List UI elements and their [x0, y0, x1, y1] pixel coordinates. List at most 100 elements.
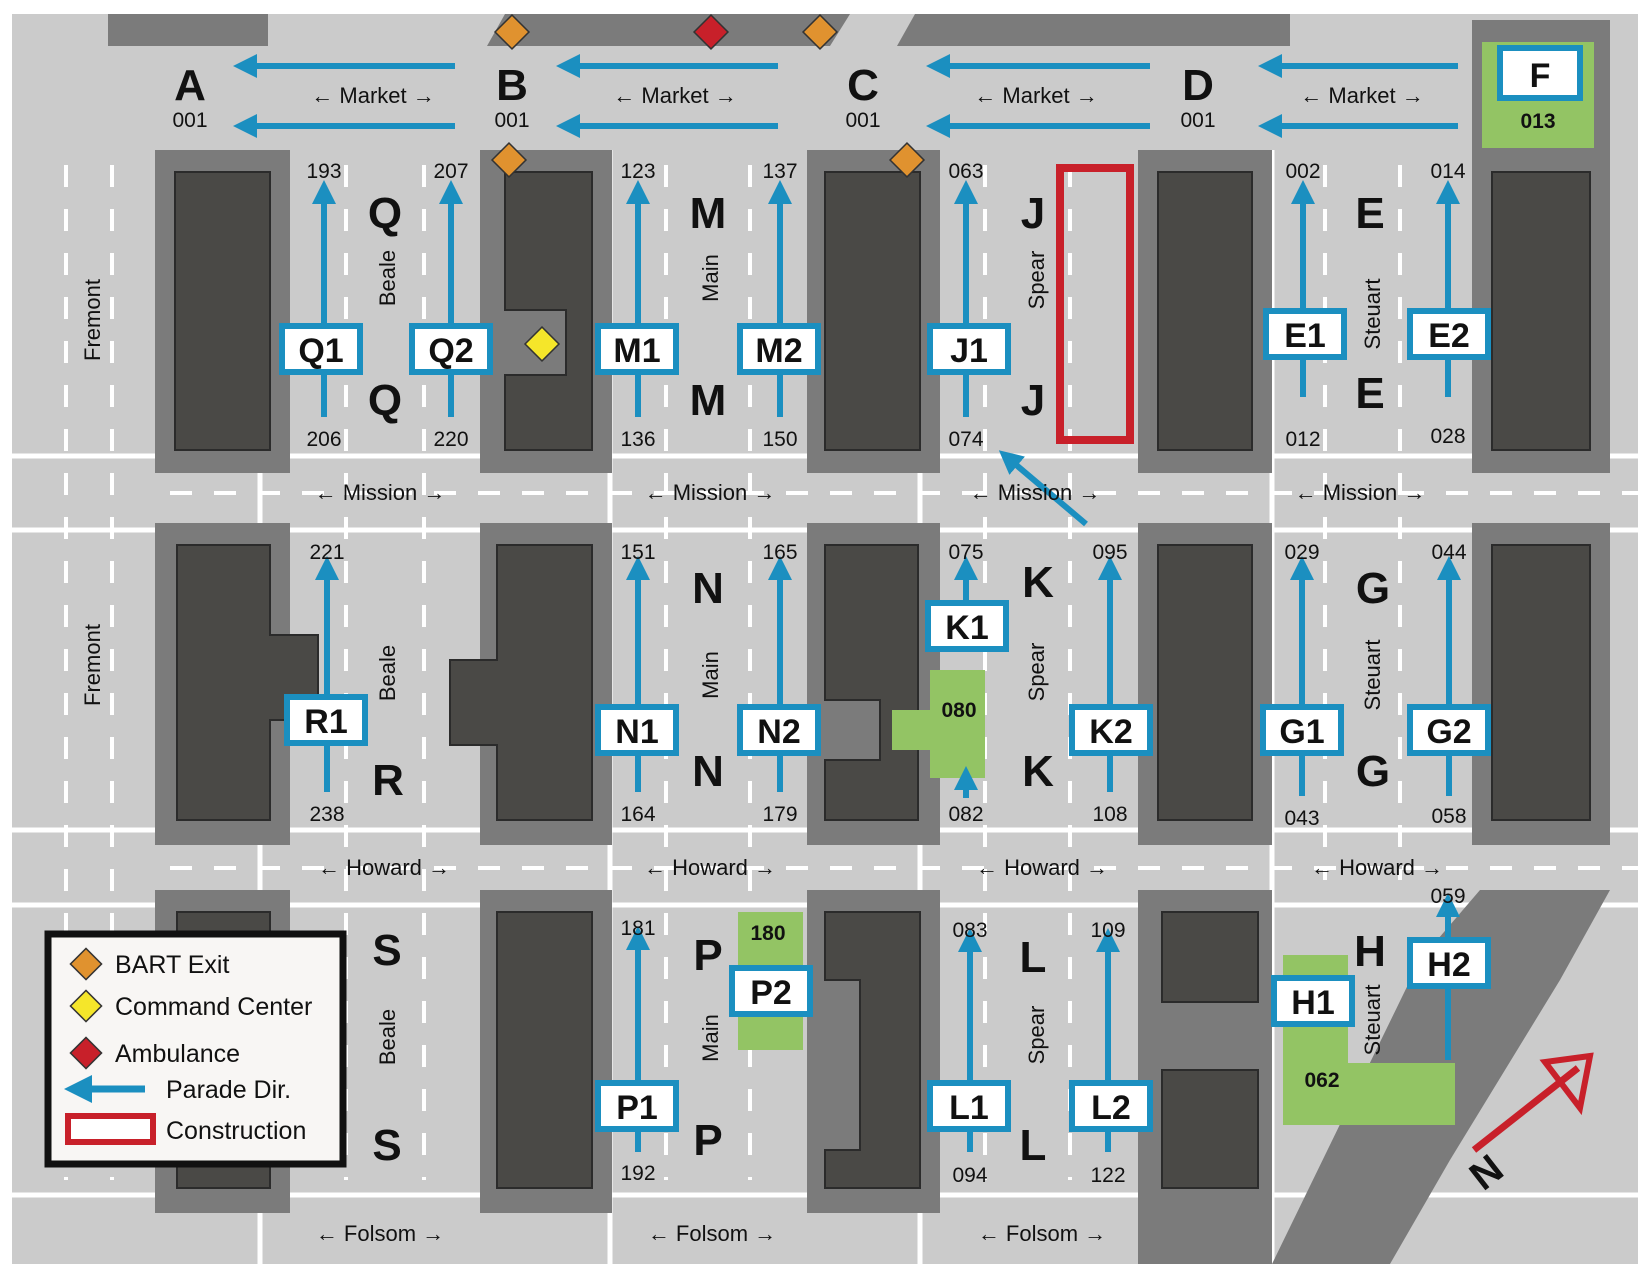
- legend-ambulance-icon: [69, 1036, 103, 1070]
- station-id: Q1: [298, 332, 343, 370]
- legend-bart-icon: [69, 947, 103, 981]
- street-market: ← Market →: [974, 83, 1097, 108]
- block-letter: M: [690, 376, 727, 425]
- street-market: ← Market →: [311, 83, 434, 108]
- station-code: 220: [433, 428, 468, 451]
- legend-labels: BART Exit Command Center Ambulance Parad…: [115, 951, 312, 1145]
- block-letter: Q: [368, 189, 402, 238]
- station-code: 043: [1284, 807, 1319, 830]
- street-folsom: ← Folsom →: [648, 1221, 776, 1246]
- station-code: 083: [952, 919, 987, 942]
- station-code: 108: [1092, 803, 1127, 826]
- station-code: 002: [1285, 160, 1320, 183]
- construction-zone: [1056, 164, 1134, 444]
- horizontal-street-labels: ← Market → ← Market → ← Market → ← Marke…: [311, 83, 1443, 1246]
- park-label: 080: [941, 699, 976, 722]
- station-id: E2: [1428, 317, 1470, 355]
- bart-exit-icon: [493, 13, 531, 51]
- station-code: 123: [620, 160, 655, 183]
- block-letter: K: [1022, 747, 1054, 796]
- station-code: 082: [948, 803, 983, 826]
- street-mission: ← Mission →: [315, 480, 446, 505]
- station-id: M1: [613, 332, 660, 370]
- station-code: 058: [1431, 805, 1466, 828]
- point-code: 001: [172, 109, 207, 132]
- street-market: ← Market →: [1300, 83, 1423, 108]
- park-label: 062: [1304, 1069, 1339, 1092]
- block-letters: Q Q M M J J E E N N K K G G R S S P P L …: [368, 189, 1390, 1170]
- station-id: H2: [1427, 946, 1470, 984]
- ambulance-icon: [692, 13, 730, 51]
- block-letter: P: [693, 931, 722, 980]
- station-id: J1: [950, 332, 988, 370]
- station-code: 063: [948, 160, 983, 183]
- block-letter: S: [372, 926, 401, 975]
- station-code: 207: [433, 160, 468, 183]
- station-code: 165: [762, 541, 797, 564]
- block-letter: R: [372, 756, 404, 805]
- street-howard: ← Howard →: [976, 855, 1108, 880]
- station-code: 012: [1285, 428, 1320, 451]
- station-id: H1: [1291, 984, 1334, 1022]
- street-steuart: Steuart: [1360, 279, 1385, 350]
- block-letter: L: [1020, 933, 1047, 982]
- block-letter: J: [1021, 189, 1045, 238]
- station-code: 150: [762, 428, 797, 451]
- block-letter: N: [692, 747, 724, 796]
- street-steuart: Steuart: [1360, 640, 1385, 711]
- buildings: [174, 171, 1591, 1189]
- station-code: 192: [620, 1162, 655, 1185]
- street-main: Main: [698, 651, 723, 699]
- street-steuart: Steuart: [1360, 985, 1385, 1056]
- station-id: K2: [1089, 713, 1132, 751]
- station-code: 193: [306, 160, 341, 183]
- station-codes: 193 206 207 220 123 136 137 150 063 074 …: [306, 160, 1466, 1187]
- point-code: 001: [845, 109, 880, 132]
- station-id: G1: [1279, 713, 1324, 751]
- point-code: 001: [494, 109, 529, 132]
- station-code: 075: [948, 541, 983, 564]
- station-id: N1: [615, 713, 658, 751]
- station-code: 074: [948, 428, 983, 451]
- station-id: P2: [750, 974, 792, 1012]
- street-fremont: Fremont: [80, 279, 105, 361]
- block-letter: S: [372, 1121, 401, 1170]
- point-letter: A: [174, 61, 206, 110]
- block-letter: Q: [368, 376, 402, 425]
- block-letter: K: [1022, 558, 1054, 607]
- legend-construction-icon: [65, 1113, 156, 1145]
- park-labels: 013 080 180 062: [750, 110, 1555, 1092]
- street-folsom: ← Folsom →: [316, 1221, 444, 1246]
- station-code: 181: [620, 917, 655, 940]
- markers: [490, 13, 926, 363]
- station-code: 094: [952, 1164, 987, 1187]
- street-spear: Spear: [1024, 1006, 1049, 1065]
- legend-command-icon: [69, 989, 103, 1023]
- street-market: ← Market →: [613, 83, 736, 108]
- street-beale: Beale: [375, 1009, 400, 1065]
- point-letter: D: [1182, 61, 1214, 110]
- station-code: 136: [620, 428, 655, 451]
- legend-label: Command Center: [115, 993, 312, 1021]
- block-letter: E: [1355, 369, 1384, 418]
- street-howard: ← Howard →: [318, 855, 450, 880]
- station-ids: Q1 Q2 M1 M2 J1 E1 E2 R1 N1 N2 K1 K2 G1 G…: [298, 57, 1550, 1127]
- block-letter: L: [1020, 1121, 1047, 1170]
- station-code: 095: [1092, 541, 1127, 564]
- street-fremont: Fremont: [80, 624, 105, 706]
- block-letter: G: [1356, 564, 1390, 613]
- station-id: L1: [949, 1089, 989, 1127]
- station-id: R1: [304, 703, 347, 741]
- block-letter: N: [692, 564, 724, 613]
- street-beale: Beale: [375, 645, 400, 701]
- street-folsom: ← Folsom →: [978, 1221, 1106, 1246]
- block-letter: H: [1354, 927, 1386, 976]
- station-id: P1: [616, 1089, 658, 1127]
- station-code: 122: [1090, 1164, 1125, 1187]
- station-id: E1: [1284, 317, 1326, 355]
- station-id: Q2: [428, 332, 473, 370]
- station-code: 059: [1430, 885, 1465, 908]
- bart-exit-icon: [888, 141, 926, 179]
- street-mission: ← Mission →: [1295, 480, 1426, 505]
- station-code: 221: [309, 541, 344, 564]
